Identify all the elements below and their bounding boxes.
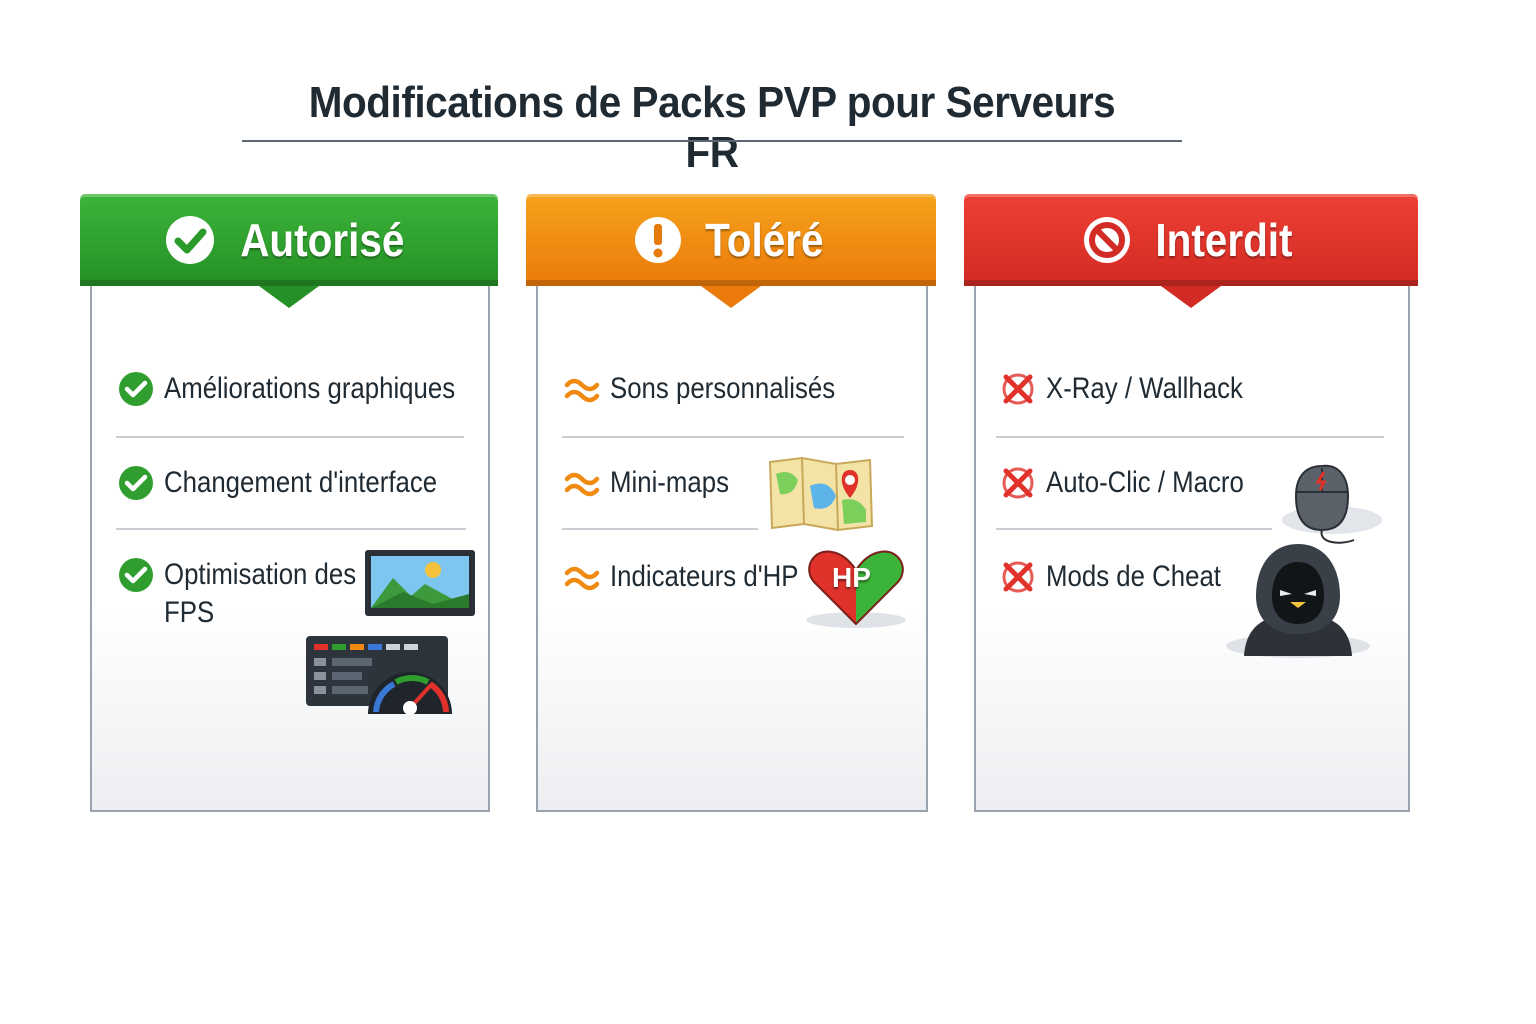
item-label: Améliorations graphiques xyxy=(164,372,456,405)
column-autorise: Autorisé Améliorations graphiques Change… xyxy=(80,194,498,812)
approx-icon xyxy=(564,378,600,403)
prohibited-icon xyxy=(1084,217,1131,263)
hp-heart-icon: HP xyxy=(804,546,908,630)
divider xyxy=(996,528,1272,530)
item-label: Indicateurs d'HP xyxy=(610,560,799,593)
exclamation-circle-icon xyxy=(634,217,681,263)
map-icon xyxy=(768,456,874,532)
header-interdit: Interdit xyxy=(964,194,1418,286)
header-label: Autorisé xyxy=(239,214,405,266)
item-label: Changement d'interface xyxy=(164,466,438,499)
list-item: Changement d'interface xyxy=(118,464,482,502)
divider xyxy=(562,528,758,530)
list-item: Mods de Cheat xyxy=(1000,558,1249,596)
item-label-line2: FPS xyxy=(164,596,215,629)
list-item: Améliorations graphiques xyxy=(118,370,503,408)
column-panel xyxy=(90,286,490,812)
column-interdit: Interdit X-Ray / Wallhack Auto-Clic / Ma… xyxy=(964,194,1418,812)
item-label: Mods de Cheat xyxy=(1046,560,1221,593)
item-label: Auto-Clic / Macro xyxy=(1046,466,1244,499)
column-panel xyxy=(974,286,1410,812)
header-pointer xyxy=(1161,286,1221,308)
check-icon xyxy=(119,558,153,592)
divider xyxy=(562,436,904,438)
divider xyxy=(116,528,466,530)
list-item: Indicateurs d'HP xyxy=(564,558,829,596)
list-item: X-Ray / Wallhack xyxy=(1000,370,1275,408)
divider xyxy=(116,436,464,438)
approx-icon xyxy=(564,472,600,497)
header-pointer xyxy=(701,286,761,308)
check-circle-icon xyxy=(165,216,214,264)
item-label: X-Ray / Wallhack xyxy=(1046,372,1243,405)
list-item: Optimisation des FPS xyxy=(118,556,387,632)
column-panel xyxy=(536,286,928,812)
approx-icon xyxy=(564,566,600,591)
page-title: Modifications de Packs PVP pour Serveurs… xyxy=(308,78,1116,177)
check-icon xyxy=(119,466,153,500)
header-label: Toléré xyxy=(704,214,824,266)
title-underline xyxy=(242,140,1182,142)
item-label: Sons personnalisés xyxy=(610,372,836,405)
mouse-icon xyxy=(1282,464,1382,544)
list-item: Auto-Clic / Macro xyxy=(1000,464,1276,502)
header-label: Interdit xyxy=(1155,214,1293,266)
divider xyxy=(996,436,1384,438)
header-pointer xyxy=(259,286,319,308)
landscape-screen-icon xyxy=(365,550,475,616)
fps-gauge-icon xyxy=(306,636,452,715)
item-label: Mini-maps xyxy=(610,466,729,499)
header-autorise: Autorisé xyxy=(80,194,498,286)
item-label: Optimisation des xyxy=(164,558,357,591)
column-tolere: Toléré Sons personnalisés Mini-maps Indi… xyxy=(526,194,936,812)
hp-badge-text: HP xyxy=(832,562,871,593)
list-item: Mini-maps xyxy=(564,464,748,502)
check-icon xyxy=(119,372,153,406)
list-item: Sons personnalisés xyxy=(564,370,872,408)
cross-icon xyxy=(1002,373,1034,405)
hooded-hacker-icon xyxy=(1226,544,1370,658)
cross-icon xyxy=(1002,561,1034,593)
header-tolere: Toléré xyxy=(526,194,936,286)
cross-icon xyxy=(1002,467,1034,499)
